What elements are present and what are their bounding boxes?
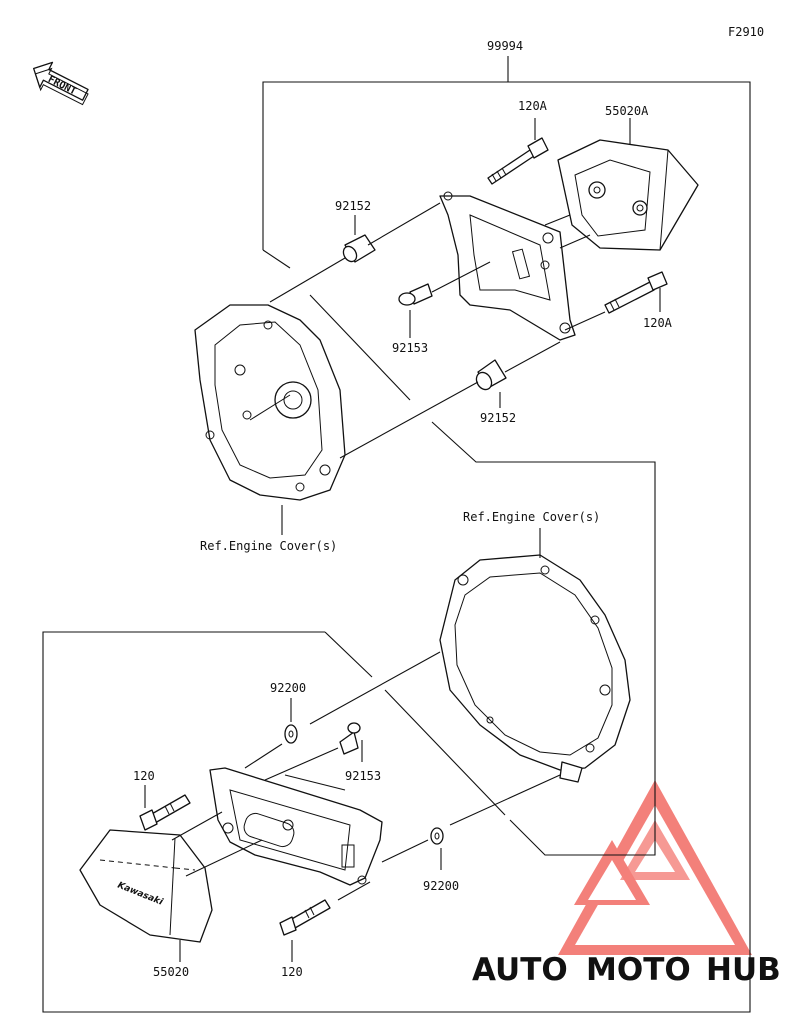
bolt-92153-lower bbox=[339, 722, 363, 762]
upper-leader-lines bbox=[269, 202, 606, 459]
callout-ref-engine-cover-lower: Ref.Engine Cover(s) bbox=[463, 510, 600, 524]
callout-55020: 55020 bbox=[153, 965, 189, 979]
callout-ref-engine-cover-upper: Ref.Engine Cover(s) bbox=[200, 539, 337, 553]
watermark-text-hub: HUB bbox=[706, 952, 781, 988]
lower-assembly-frame bbox=[42, 631, 751, 1013]
callout-92152-left: 92152 bbox=[335, 199, 371, 213]
bracket-plate-upper bbox=[439, 191, 576, 341]
bolt-120a-top bbox=[487, 118, 549, 185]
washer-92200-right bbox=[430, 827, 444, 870]
front-arrow-icon: FRONT bbox=[32, 61, 89, 106]
engine-cover-upper bbox=[194, 304, 346, 535]
callout-120a-right: 120A bbox=[643, 316, 673, 330]
engine-cover-lower bbox=[439, 528, 631, 783]
bolt-120-bottom bbox=[279, 899, 331, 962]
cover-55020: Kawasaki bbox=[79, 829, 213, 962]
bolt-120-left bbox=[139, 785, 191, 831]
watermark-logo bbox=[558, 780, 752, 955]
collar-92152-left bbox=[342, 215, 376, 263]
callout-92200-right: 92200 bbox=[423, 879, 459, 893]
callout-120-bottom: 120 bbox=[281, 965, 303, 979]
lower-leader-lines bbox=[171, 651, 561, 901]
callout-120a-top: 120A bbox=[518, 99, 548, 113]
bolt-92153-upper bbox=[398, 283, 433, 338]
bracket-plate-lower bbox=[209, 767, 383, 886]
callout-92200-top: 92200 bbox=[270, 681, 306, 695]
callout-92153-upper: 92153 bbox=[392, 341, 428, 355]
bolt-120a-right bbox=[604, 271, 668, 314]
callout-92153-lower: 92153 bbox=[345, 769, 381, 783]
collar-92152-right bbox=[475, 359, 507, 408]
callout-92152-right: 92152 bbox=[480, 411, 516, 425]
figure-code: F2910 bbox=[728, 25, 764, 39]
callout-99994: 99994 bbox=[487, 39, 523, 53]
callout-55020a: 55020A bbox=[605, 104, 649, 118]
callout-120-left: 120 bbox=[133, 769, 155, 783]
upper-assembly-frame bbox=[262, 56, 751, 870]
washer-92200-top bbox=[284, 698, 298, 744]
watermark-text-moto: MOTO bbox=[586, 952, 691, 988]
watermark-text-auto: AUTO bbox=[472, 952, 568, 988]
cover-55020a bbox=[557, 118, 699, 251]
